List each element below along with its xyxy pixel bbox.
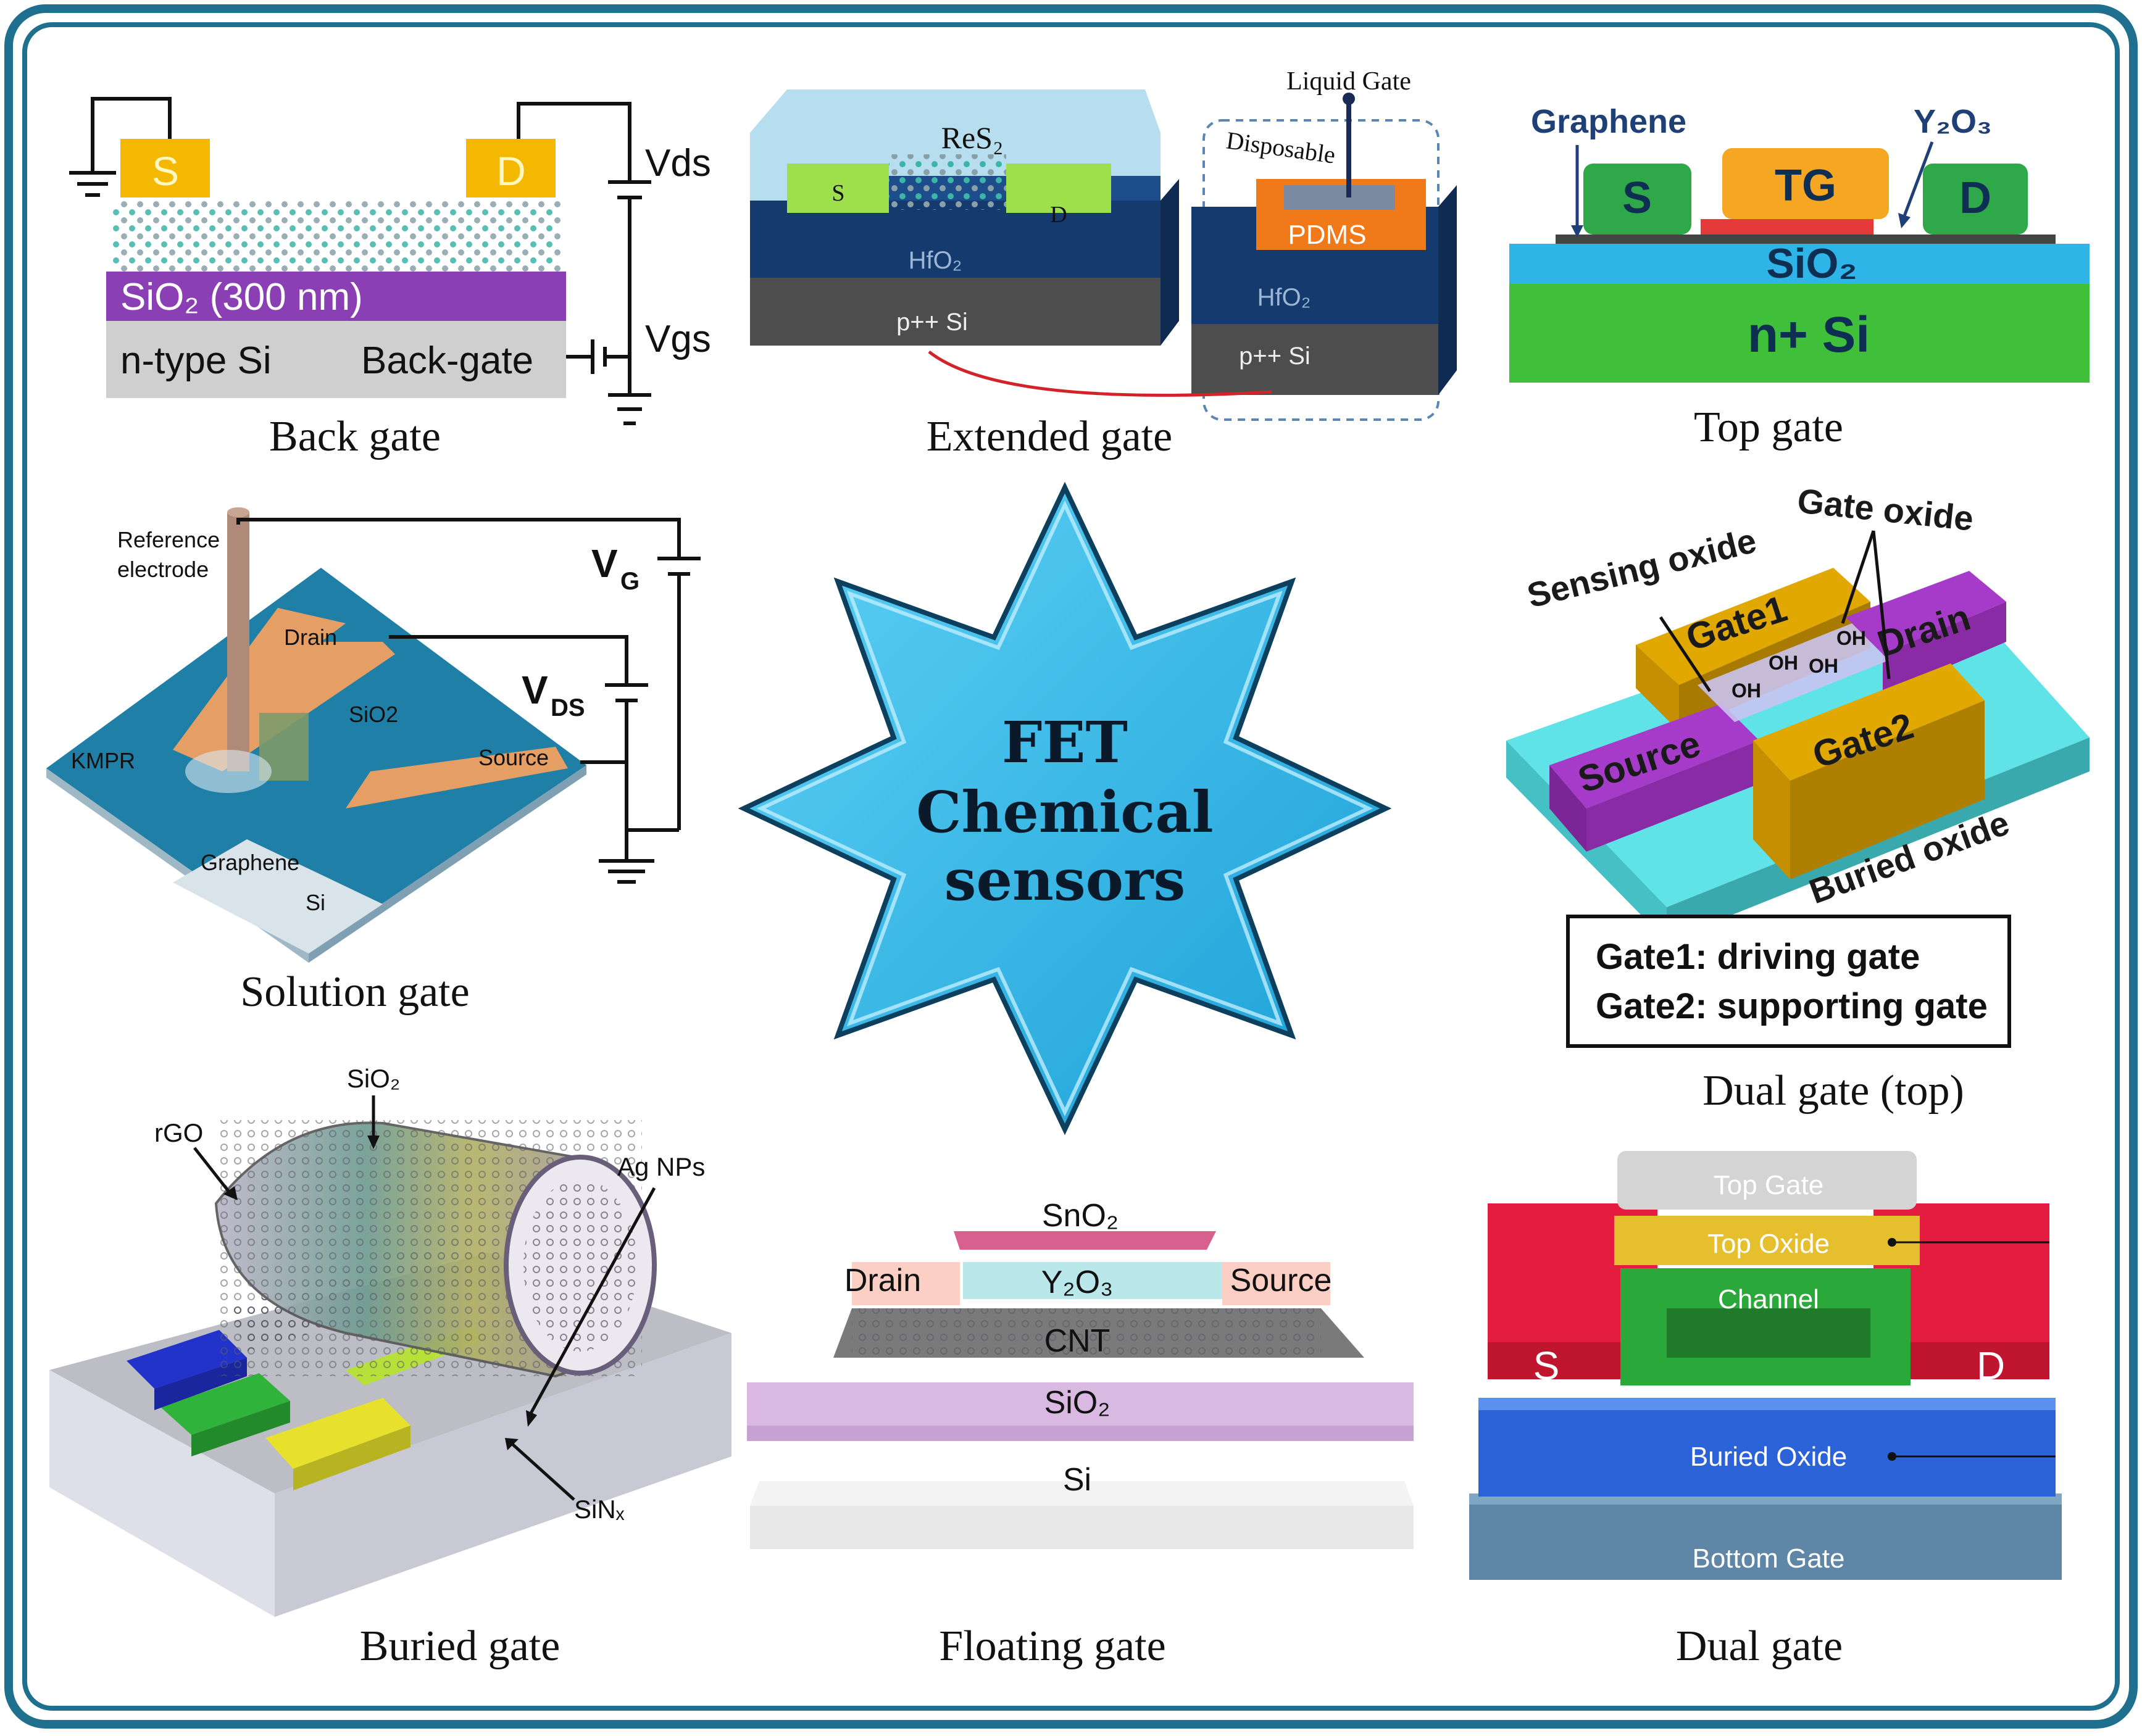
dual-gate-diagram: Top Gate Top Oxide Channel S D Buried Ox…: [1469, 1151, 2062, 1670]
sinx-label: SiNₓ: [574, 1495, 625, 1524]
sg-sio2-label: SiO2: [349, 702, 398, 727]
caption-solution-gate: Solution gate: [240, 968, 469, 1016]
back-gate-electrode-label: Back-gate: [361, 339, 533, 382]
vg-sub: G: [620, 568, 640, 595]
vds-sg-sub: DS: [551, 694, 585, 721]
center-line-1: FET: [1002, 709, 1128, 776]
dg-channel-label: Channel: [1718, 1284, 1819, 1314]
caption-dual-gate-top: Dual gate (top): [1702, 1067, 1964, 1115]
fg-sio2-label: SiO₂: [1044, 1385, 1111, 1421]
tg-oxide-label: SiO₂: [1766, 240, 1857, 287]
ag-nps-label: Ag NPs: [617, 1152, 705, 1181]
sensing-oxide-label: Sensing oxide: [1523, 521, 1761, 615]
oh-4: OH: [1836, 627, 1866, 649]
sg-si-label: Si: [306, 890, 325, 915]
ext-hfo2-label: HfO₂: [909, 247, 962, 274]
legend-gate2: Gate2: supporting gate: [1596, 986, 1988, 1026]
fg-source-label: Source: [1230, 1263, 1332, 1298]
bg-sio2-label: SiO₂: [347, 1064, 400, 1093]
legend-gate1: Gate1: driving gate: [1596, 937, 1920, 977]
solution-gate-diagram: Reference electrode V G V DS Drain SiO2 …: [46, 507, 701, 1016]
center-star: FET Chemical sensors: [738, 481, 1392, 1136]
dg-bottom-gate-label: Bottom Gate: [1692, 1543, 1844, 1574]
extended-gate-diagram: S D ReS₂ HfO₂ p++ Si PDMS HfO₂ p++ Si Li…: [750, 67, 1457, 460]
dg-top-gate-label: Top Gate: [1714, 1170, 1824, 1200]
back-gate-diagram: S D SiO₂ (300 nm) n-type Si Back-gate Vd…: [69, 97, 711, 460]
gate-oxide-label: Gate oxide: [1796, 481, 1975, 538]
vg-label: V: [591, 541, 618, 586]
caption-dual-gate: Dual gate: [1676, 1622, 1843, 1670]
caption-buried-gate: Buried gate: [360, 1622, 561, 1670]
dg-source-label-2: S: [1533, 1344, 1560, 1388]
fg-drain-label: Drain: [844, 1263, 921, 1298]
ext-drain-label: D: [1050, 202, 1067, 228]
tg-substrate-label: n+ Si: [1748, 307, 1870, 363]
rgo-label: rGO: [154, 1118, 203, 1147]
caption-back-gate: Back gate: [269, 413, 441, 460]
ext-si-label-2: p++ Si: [1239, 343, 1311, 370]
floating-gate-diagram: SnO₂ Drain Y₂O₃ Source CNT SiO₂ Si Float…: [747, 1198, 1414, 1670]
vds-label: Vds: [645, 142, 711, 185]
sg-graphene-label: Graphene: [201, 850, 299, 875]
back-drain-label: D: [496, 148, 526, 194]
center-line-2: Chemical: [916, 779, 1214, 845]
tg-gate-label: TG: [1775, 161, 1836, 210]
inner-frame: [22, 22, 2120, 1711]
center-line-3: sensors: [944, 847, 1186, 913]
liquid-gate-label: Liquid Gate: [1286, 67, 1411, 96]
y2o3-label: Y₂O₃: [1914, 103, 1992, 140]
vgs-label: Vgs: [645, 318, 711, 360]
outer-frame: [4, 4, 2138, 1729]
caption-floating-gate: Floating gate: [939, 1622, 1165, 1670]
caption-top-gate: Top gate: [1694, 404, 1843, 451]
sg-source-label: Source: [478, 745, 549, 770]
back-substrate-label: n-type Si: [120, 339, 272, 382]
oh-2: OH: [1769, 652, 1798, 674]
sg-drain-label: Drain: [284, 625, 337, 650]
oh-3: OH: [1809, 655, 1838, 677]
tg-drain-label: D: [1959, 173, 1991, 223]
kmpr-label: KMPR: [71, 748, 135, 773]
pdms-label: PDMS: [1288, 220, 1366, 250]
tg-source-label: S: [1622, 173, 1652, 223]
top-gate-diagram: S TG D SiO₂ n+ Si Graphene Y₂O₃ Top gate: [1509, 103, 2090, 451]
fg-cnt-label: CNT: [1044, 1323, 1111, 1359]
res2-label: ReS₂: [941, 120, 1004, 155]
oh-1: OH: [1732, 679, 1761, 702]
dg-drain-label-2: D: [1977, 1344, 2005, 1388]
dual-gate-top-diagram: OH OH OH OH Gate1 Gate2 Drain Source Bur…: [1506, 481, 2090, 1115]
back-source-label: S: [152, 148, 179, 194]
sno2-label: SnO₂: [1042, 1198, 1119, 1234]
ext-hfo2-label-2: HfO₂: [1257, 284, 1311, 311]
ext-si-label: p++ Si: [896, 309, 968, 336]
fg-y2o3-label: Y₂O₃: [1041, 1265, 1114, 1300]
caption-extended-gate: Extended gate: [927, 413, 1172, 460]
ref-electrode-label-1: Reference: [117, 527, 220, 552]
graphene-label: Graphene: [1531, 103, 1686, 140]
dg-top-oxide-label: Top Oxide: [1707, 1229, 1830, 1259]
ext-source-label: S: [831, 180, 844, 206]
mos2-lattice: [111, 201, 562, 272]
dg-buried-oxide-label-2: Buried Oxide: [1690, 1442, 1847, 1472]
fg-si-label: Si: [1063, 1462, 1091, 1498]
disposable-label: Disposable: [1225, 126, 1337, 168]
vds-sg-label: V: [522, 668, 548, 712]
buried-gate-diagram: SiO₂ rGO Ag NPs SiNₓ Buried gate: [49, 1064, 731, 1670]
back-oxide-label: SiO₂ (300 nm): [120, 276, 363, 318]
ref-electrode-label-2: electrode: [117, 557, 209, 582]
